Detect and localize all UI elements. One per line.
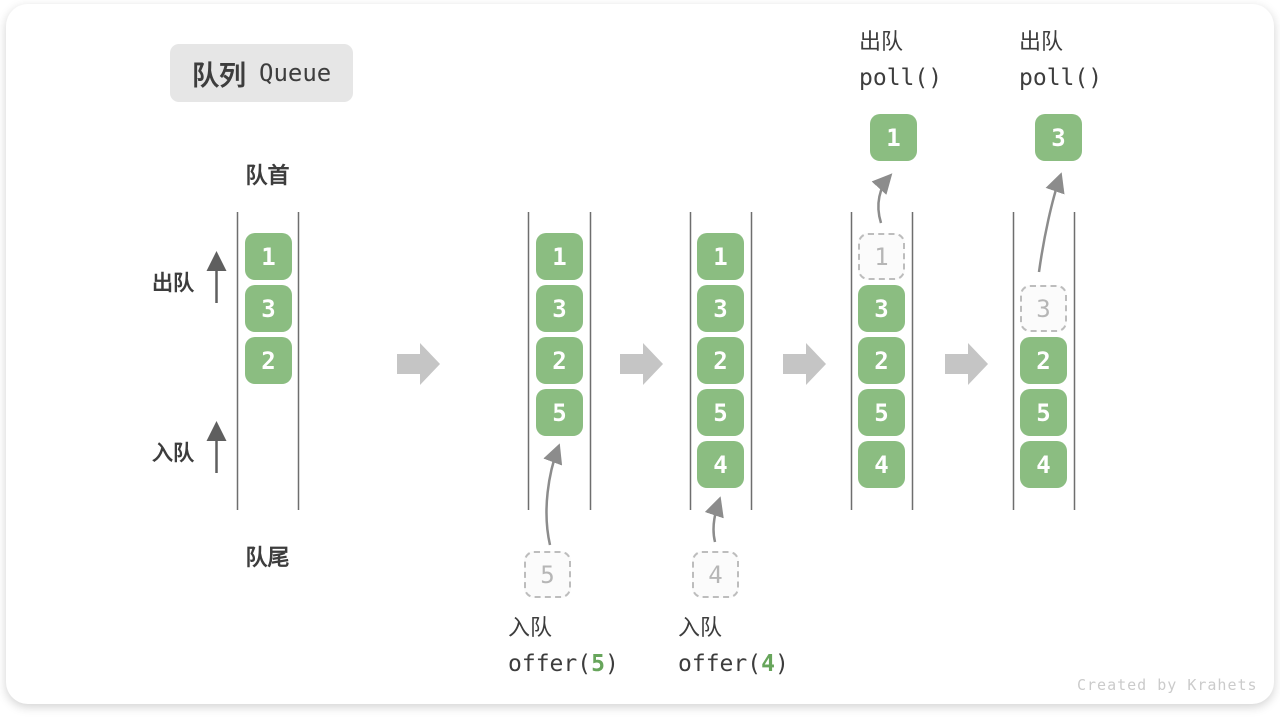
queue-cell: 4 — [858, 441, 905, 488]
queue-cell: 4 — [697, 441, 744, 488]
queue-cell: 4 — [1020, 441, 1067, 488]
queue-cell: 5 — [536, 389, 583, 436]
queue-cell: 2 — [697, 337, 744, 384]
dequeue-caption: 出队 poll() — [1019, 28, 1102, 93]
title-zh: 队列 — [192, 60, 246, 91]
code-suffix: ) — [604, 651, 619, 677]
code-arg: 4 — [761, 651, 775, 677]
enqueue-caption-code: offer(5) — [508, 649, 619, 679]
queue-cell: 2 — [536, 337, 583, 384]
dequeue-caption-zh: 出队 — [1019, 29, 1064, 54]
queue-cell: 1 — [697, 233, 744, 280]
dequeue-side-label: 出队 — [152, 272, 194, 295]
rear-label: 队尾 — [245, 545, 290, 570]
enqueue-caption-zh: 入队 — [678, 615, 723, 640]
enqueue-caption-code: offer(4) — [678, 649, 789, 679]
queue-cell: 5 — [858, 389, 905, 436]
queue-cell: 2 — [245, 337, 292, 384]
queue-cell: 2 — [858, 337, 905, 384]
enqueue-caption: 入队 offer(4) — [678, 614, 789, 679]
enqueue-side-label: 入队 — [152, 442, 194, 465]
queue-cell: 3 — [245, 285, 292, 332]
queue-cell: 3 — [536, 285, 583, 332]
title-badge: 队列 Queue — [170, 44, 354, 102]
queue-cell: 3 — [858, 285, 905, 332]
code-arg: 5 — [591, 651, 605, 677]
incoming-cell: 5 — [524, 551, 571, 598]
enqueue-caption-zh: 入队 — [508, 615, 553, 640]
incoming-cell: 4 — [692, 551, 739, 598]
queue-cell: 3 — [697, 285, 744, 332]
dequeued-cell: 3 — [1035, 114, 1082, 161]
queue-cell: 5 — [1020, 389, 1067, 436]
dequeued-cell: 1 — [870, 114, 917, 161]
queue-cell: 2 — [1020, 337, 1067, 384]
code-prefix: offer( — [508, 651, 592, 677]
removed-slot-cell: 1 — [858, 233, 905, 280]
dequeue-caption: 出队 poll() — [859, 28, 942, 93]
front-label: 队首 — [245, 163, 290, 188]
queue-cell: 1 — [536, 233, 583, 280]
queue-cell: 1 — [245, 233, 292, 280]
code-suffix: ) — [774, 651, 789, 677]
dequeue-caption-code: poll() — [1019, 65, 1103, 91]
queue-cell: 5 — [697, 389, 744, 436]
enqueue-caption: 入队 offer(5) — [508, 614, 619, 679]
title-en: Queue — [259, 59, 332, 87]
watermark: Created by Krahets — [1077, 676, 1258, 694]
diagram-card — [6, 4, 1274, 704]
code-prefix: offer( — [678, 651, 762, 677]
removed-slot-cell: 3 — [1020, 285, 1067, 332]
dequeue-caption-zh: 出队 — [859, 29, 904, 54]
dequeue-caption-code: poll() — [859, 65, 943, 91]
